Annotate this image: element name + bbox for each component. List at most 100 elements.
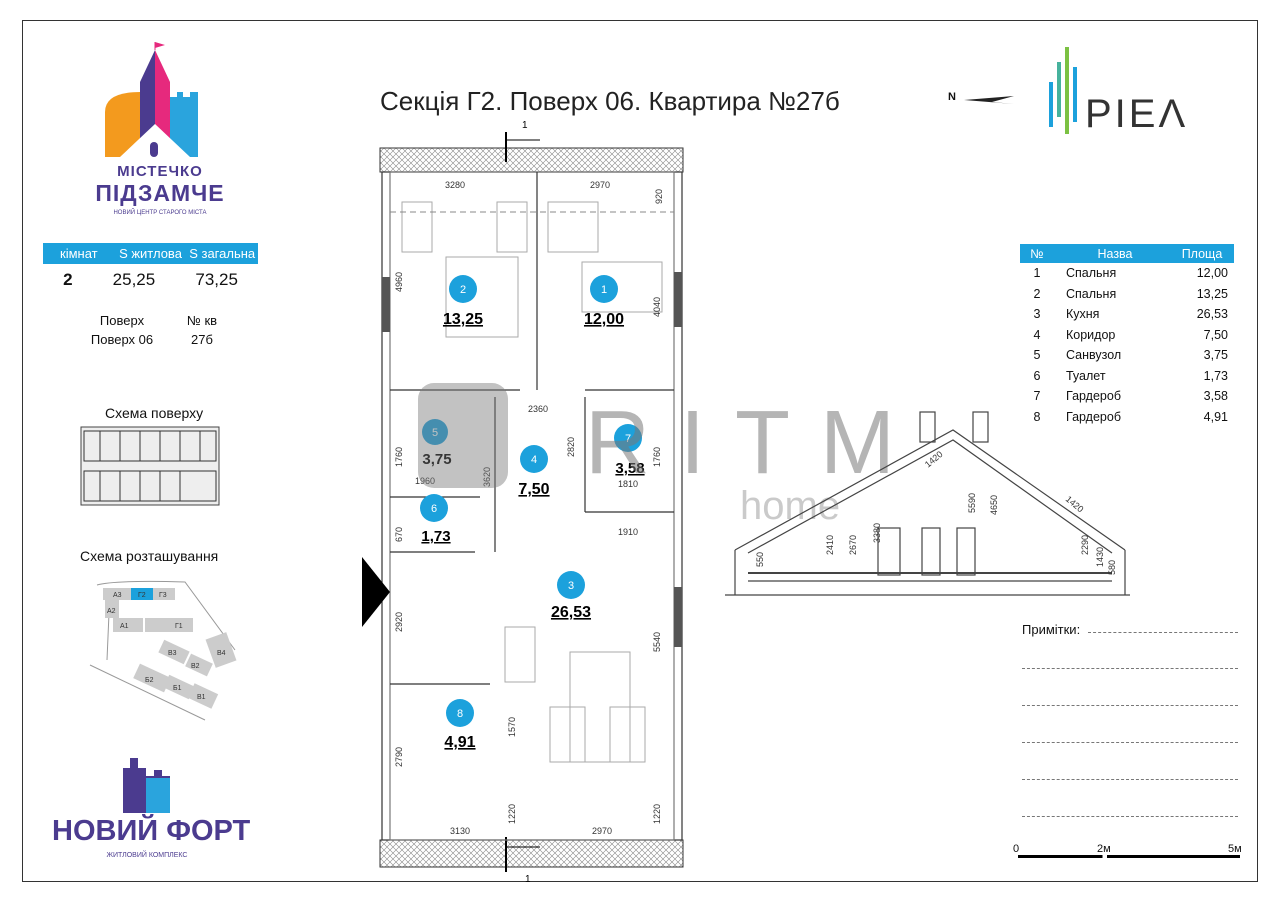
svg-text:Г2: Г2: [138, 592, 146, 599]
svg-text:А1: А1: [120, 623, 129, 630]
svg-text:2290: 2290: [1080, 535, 1090, 555]
room-4: 47,50: [518, 445, 550, 498]
svg-text:5590: 5590: [967, 493, 977, 513]
table-cell: 4,91: [1203, 409, 1228, 424]
room-2: 213,25: [443, 275, 483, 328]
scale-label-2m: 2м: [1097, 843, 1111, 855]
svg-text:5: 5: [432, 427, 438, 439]
north-arrow-icon: [964, 96, 1014, 104]
north-label: N: [948, 91, 956, 103]
svg-text:В4: В4: [217, 650, 226, 657]
scale-bar: [1018, 855, 1240, 858]
brand-bottom-name: НОВИЙ ФОРТ: [52, 815, 251, 847]
table-cell: 1,73: [1203, 368, 1228, 383]
svg-text:550: 550: [755, 552, 765, 567]
floor-value: Поверх 06: [90, 332, 154, 347]
table-cell: 6: [1033, 368, 1041, 383]
table-cell: 5: [1033, 348, 1041, 363]
watermark-logo: [418, 383, 508, 488]
table-cell: 12,00: [1196, 266, 1228, 281]
svg-text:1: 1: [525, 874, 531, 885]
watermark-subtext: home: [740, 484, 841, 528]
svg-text:В2: В2: [191, 663, 200, 670]
brand-tagline: НОВИЙ ЦЕНТР СТАРОГО МІСТА: [113, 210, 207, 216]
svg-text:3,58: 3,58: [615, 460, 644, 477]
apt-label: № кв: [186, 313, 218, 328]
svg-text:1810: 1810: [618, 479, 638, 489]
table-cell: 7,50: [1203, 327, 1228, 342]
novyi-fort-logo: [123, 758, 170, 813]
svg-text:920: 920: [654, 189, 664, 204]
svg-text:26,53: 26,53: [551, 604, 591, 621]
svg-text:2670: 2670: [848, 535, 858, 555]
table-cell: 1: [1033, 266, 1041, 281]
svg-text:В3: В3: [168, 650, 177, 657]
svg-text:3280: 3280: [445, 180, 465, 190]
svg-text:5540: 5540: [652, 632, 662, 652]
svg-text:4040: 4040: [652, 297, 662, 317]
svg-text:2920: 2920: [394, 612, 404, 632]
room-6: 61,73: [420, 494, 451, 545]
room-1: 112,00: [584, 275, 624, 328]
scale-label-5m: 5м: [1228, 843, 1242, 855]
svg-text:2790: 2790: [394, 747, 404, 767]
summary-values: 2 25,25 73,25: [43, 270, 258, 290]
table-cell: 3,75: [1203, 348, 1228, 363]
svg-text:3380: 3380: [872, 523, 882, 543]
floor-label: Поверх: [99, 313, 145, 328]
notes-line: [1088, 632, 1238, 633]
svg-text:1570: 1570: [507, 717, 517, 737]
sheet-frame: [22, 20, 1258, 882]
svg-text:Б2: Б2: [145, 677, 154, 684]
svg-text:2360: 2360: [528, 404, 548, 414]
brand-line1: МІСТЕЧКО: [117, 163, 203, 180]
svg-text:1430: 1430: [1095, 547, 1105, 567]
table-row: 6 Туалет 1,73: [1020, 366, 1234, 387]
svg-text:3,75: 3,75: [422, 451, 451, 468]
pidzamche-logo: [105, 42, 198, 157]
svg-text:2: 2: [460, 284, 466, 296]
section-drawing: 3380 1420 1420 5590 4650 2410 2670 2290 …: [725, 411, 1130, 596]
location-scheme-map: А3 Г2 Г3 А2 А1 Г1 В3 В2 В4 Б2 Б1 В1: [89, 580, 237, 721]
room-markers: 213,25 112,00 53,75 47,50 73,58 61,73 32…: [420, 275, 645, 751]
svg-text:1910: 1910: [618, 527, 638, 537]
svg-text:4,91: 4,91: [444, 734, 475, 751]
summary-header: кімнат S житлова S загальна: [43, 243, 258, 264]
table-cell: 7: [1033, 389, 1041, 404]
notes-line: [1022, 705, 1238, 706]
svg-text:2970: 2970: [592, 826, 612, 836]
room-7: 73,58: [614, 424, 645, 477]
brand-bottom-tagline: ЖИТЛОВИЙ КОМПЛЕКС: [106, 852, 188, 859]
svg-text:1: 1: [601, 284, 607, 296]
table-cell: 2: [1033, 286, 1041, 301]
table-cell: 3: [1033, 307, 1041, 322]
svg-text:1220: 1220: [652, 804, 662, 824]
table-cell: Туалет: [1066, 368, 1106, 383]
highlighted-section: [131, 588, 153, 600]
svg-text:Г1: Г1: [175, 623, 183, 630]
table-cell: 26,53: [1196, 307, 1228, 322]
svg-text:7,50: 7,50: [518, 481, 549, 498]
piea-logo-mark: [1049, 47, 1077, 134]
svg-text:1,73: 1,73: [421, 528, 450, 545]
svg-text:12,00: 12,00: [584, 311, 624, 328]
svg-text:13,25: 13,25: [443, 311, 483, 328]
svg-text:Б1: Б1: [173, 685, 182, 692]
svg-text:4650: 4650: [989, 495, 999, 515]
svg-text:2820: 2820: [566, 437, 576, 457]
svg-text:1220: 1220: [507, 804, 517, 824]
living-area-value: 25,25: [112, 270, 156, 289]
svg-text:В1: В1: [197, 694, 206, 701]
svg-text:4960: 4960: [394, 272, 404, 292]
table-cell: 13,25: [1196, 286, 1228, 301]
svg-text:1960: 1960: [415, 476, 435, 486]
page-title: Секція Г2. Поверх 06. Квартира №27б: [380, 86, 840, 116]
notes-label: Примітки:: [1022, 622, 1081, 637]
